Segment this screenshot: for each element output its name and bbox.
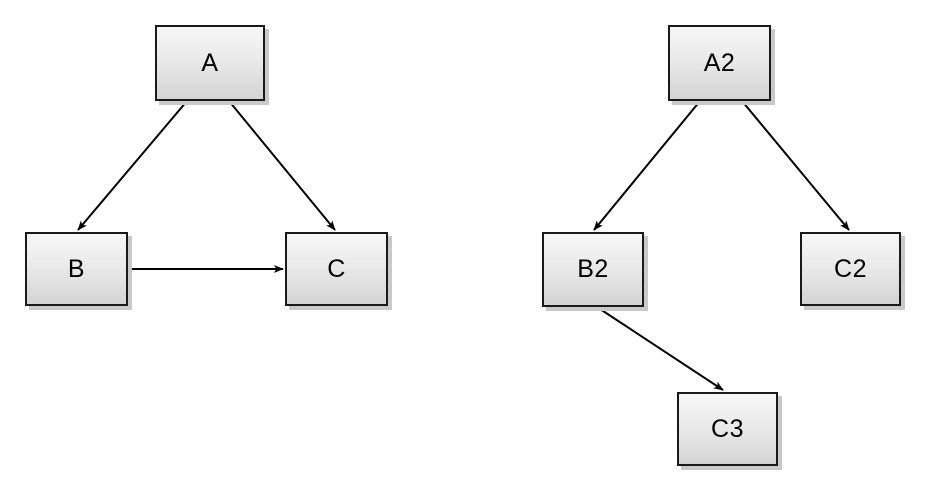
node-c[interactable]: C <box>285 232 388 306</box>
node-c3[interactable]: C3 <box>677 392 778 466</box>
edges-left-graph <box>77 100 336 273</box>
node-c2-label: C2 <box>834 254 867 283</box>
node-a2-label: A2 <box>703 48 736 77</box>
node-b-label: B <box>67 254 86 283</box>
node-a2[interactable]: A2 <box>668 25 771 101</box>
edge-a2-to-b2 <box>593 100 701 231</box>
edge-a2-to-c2 <box>741 100 850 231</box>
edge-b2-to-c3 <box>596 306 724 391</box>
node-b[interactable]: B <box>25 232 128 306</box>
edge-a-to-b <box>77 100 188 231</box>
edge-a-to-c <box>228 100 336 231</box>
node-a-label: A <box>201 48 219 77</box>
edges-right-graph <box>593 100 850 391</box>
node-a[interactable]: A <box>155 25 265 101</box>
node-b2-label: B2 <box>577 255 609 283</box>
node-b2[interactable]: B2 <box>542 232 644 307</box>
node-c2[interactable]: C2 <box>800 232 901 306</box>
node-c-label: C <box>327 254 346 283</box>
node-c3-label: C3 <box>711 414 744 443</box>
